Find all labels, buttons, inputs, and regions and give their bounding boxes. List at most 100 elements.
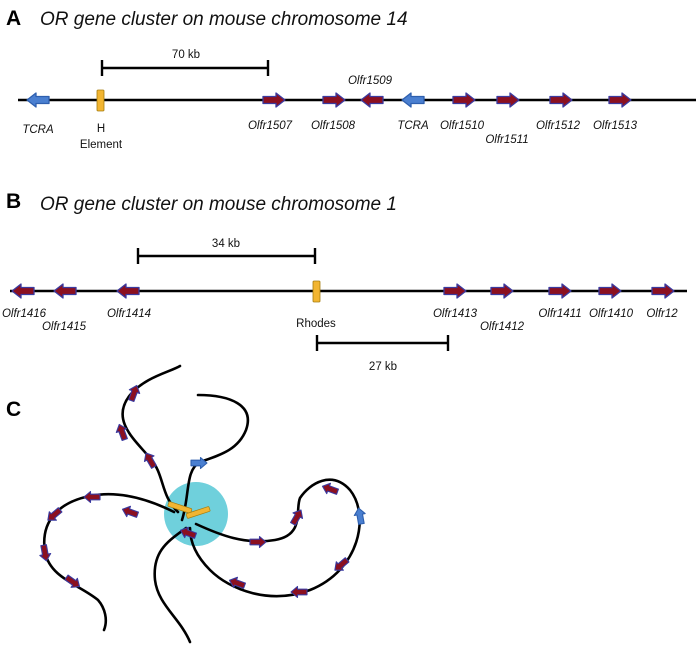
h-element-label-line2: Element bbox=[80, 139, 123, 151]
loop-or-gene-arrow-2 bbox=[115, 423, 128, 442]
gene-label: Olfr1511 bbox=[485, 134, 528, 146]
gene-arrow-shape bbox=[11, 283, 35, 299]
panel-b-genes: Olfr1416 Olfr1415 Olfr1414 Olfr1413 Olfr… bbox=[2, 283, 678, 333]
gene-label: Olfr1507 bbox=[248, 120, 293, 132]
loop-gene-arrow-shape bbox=[353, 507, 366, 525]
panel-c: C bbox=[6, 364, 366, 644]
gene-label: Olfr1416 bbox=[2, 308, 47, 320]
gene-arrow-olfr1413: Olfr1413 bbox=[433, 283, 478, 320]
gene-label: Olfr1509 bbox=[348, 75, 393, 87]
panel-b-scale-bar-27kb: 27 kb bbox=[315, 335, 450, 373]
gene-arrow-shape bbox=[598, 283, 622, 299]
loop-or-gene-arrow-7 bbox=[39, 544, 52, 562]
panel-b-title: OR gene cluster on mouse chromosome 1 bbox=[40, 194, 397, 215]
gene-arrow-olfr1414: Olfr1414 bbox=[107, 283, 151, 320]
loop-gene-arrow-shape bbox=[64, 574, 81, 588]
gene-arrow-shape bbox=[452, 92, 476, 108]
gene-arrow-shape bbox=[26, 92, 50, 108]
loop-gene-arrow-shape bbox=[143, 452, 157, 469]
enhancer-bars bbox=[167, 501, 211, 519]
h-element-label-line1: H bbox=[97, 123, 105, 135]
gene-arrow-shape bbox=[548, 283, 572, 299]
loop-gene-arrow-shape bbox=[39, 544, 52, 562]
gene-arrow-shape bbox=[496, 92, 520, 108]
loop-gene-arrow-shape bbox=[47, 507, 63, 521]
loop-gene-arrow-shape bbox=[228, 576, 247, 589]
loop-gene-arrow-shape bbox=[290, 509, 304, 526]
gene-label: Olfr1513 bbox=[593, 120, 638, 132]
panel-a-letter: A bbox=[6, 7, 21, 30]
loop-gene-arrow-shape bbox=[115, 423, 128, 442]
loop-gene-arrow-shape bbox=[290, 585, 308, 599]
panel-a-scale-label: 70 kb bbox=[172, 49, 200, 61]
gene-label: Olfr1512 bbox=[536, 120, 581, 132]
gene-arrow-olfr1513: Olfr1513 bbox=[593, 92, 638, 132]
loop-or-gene-arrow-3 bbox=[143, 452, 157, 469]
loop-or-gene-arrow-5 bbox=[121, 505, 140, 518]
loop-gene-arrow-shape bbox=[190, 456, 208, 470]
gene-label: Olfr12 bbox=[646, 308, 678, 320]
loop-gene-arrow-shape bbox=[121, 505, 140, 518]
rhodes-label: Rhodes bbox=[296, 318, 336, 330]
h-element-marker bbox=[96, 89, 105, 112]
loop-gene-arrow-shape bbox=[83, 490, 101, 504]
gene-arrow-tcra: TCRA bbox=[22, 92, 54, 136]
gene-label: TCRA bbox=[22, 124, 54, 136]
loop-tcra-gene-arrow-2 bbox=[353, 507, 366, 525]
panel-b-letter: B bbox=[6, 190, 21, 213]
loop-gene-arrow-shape bbox=[334, 557, 350, 571]
rhodes-marker bbox=[312, 280, 321, 303]
gene-label: Olfr1414 bbox=[107, 308, 151, 320]
gene-arrow-olfr1410: Olfr1410 bbox=[589, 283, 634, 320]
loop-or-gene-arrow-8 bbox=[64, 574, 81, 588]
loop-gene-arrow-shape bbox=[128, 384, 141, 403]
gene-arrow-shape bbox=[53, 283, 77, 299]
gene-arrow-shape bbox=[262, 92, 286, 108]
gene-arrow-shape bbox=[490, 283, 514, 299]
gene-label: Olfr1410 bbox=[589, 308, 634, 320]
panel-a-scale-bar: 70 kb bbox=[100, 49, 270, 76]
loop-or-gene-arrow-9 bbox=[179, 526, 198, 539]
panel-a-title: OR gene cluster on mouse chromosome 14 bbox=[40, 9, 408, 30]
gene-arrow-olfr1411: Olfr1411 bbox=[538, 283, 582, 320]
gene-arrow-olfr1512: Olfr1512 bbox=[536, 92, 581, 132]
gene-label: Olfr1510 bbox=[440, 120, 485, 132]
gene-arrow-olfr1510: Olfr1510 bbox=[440, 92, 485, 132]
gene-arrow-tcra-2: TCRA bbox=[397, 92, 429, 132]
gene-arrow-olfr1415: Olfr1415 bbox=[42, 283, 87, 333]
panel-a-genes: TCRA Olfr1507 Olfr1508 Olfr1509 TCRA Olf… bbox=[22, 75, 637, 146]
gene-label: Olfr1413 bbox=[433, 308, 478, 320]
loop-or-gene-arrow-11 bbox=[290, 509, 304, 526]
loop-or-gene-arrow-4 bbox=[83, 490, 101, 504]
gene-arrow-shape bbox=[651, 283, 675, 299]
loop-gene-arrow-shape bbox=[321, 482, 340, 495]
gene-arrow-shape bbox=[322, 92, 346, 108]
loop-or-gene-arrow-13 bbox=[334, 557, 350, 571]
loop-or-gene-arrow-15 bbox=[228, 576, 247, 589]
gene-label: Olfr1411 bbox=[538, 308, 581, 320]
gene-arrow-shape bbox=[549, 92, 573, 108]
loop-or-gene-arrow-12 bbox=[321, 482, 340, 495]
gene-arrow-olfr1507: Olfr1507 bbox=[248, 92, 293, 132]
gene-label: TCRA bbox=[397, 120, 429, 132]
loop-tcra-gene-arrow-1 bbox=[190, 456, 208, 470]
loop-or-gene-arrow-10 bbox=[249, 535, 267, 549]
loop-or-gene-arrow-6 bbox=[47, 507, 63, 521]
gene-arrow-shape bbox=[401, 92, 425, 108]
gene-label: Olfr1412 bbox=[480, 321, 525, 333]
loop-gene-arrow-shape bbox=[249, 535, 267, 549]
gene-arrow-olfr1509: Olfr1509 bbox=[348, 75, 393, 108]
panel-b-scale-label-34kb: 34 kb bbox=[212, 238, 240, 250]
loop-or-gene-arrow-14 bbox=[290, 585, 308, 599]
gene-arrow-shape bbox=[360, 92, 384, 108]
gene-arrow-olfr1412: Olfr1412 bbox=[480, 283, 525, 333]
gene-arrow-shape bbox=[608, 92, 632, 108]
panel-b-scale-label-27kb: 27 kb bbox=[369, 361, 397, 373]
gene-arrow-shape bbox=[116, 283, 140, 299]
gene-arrow-shape bbox=[443, 283, 467, 299]
gene-arrow-olfr1508: Olfr1508 bbox=[311, 92, 356, 132]
loop-or-gene-arrow-1 bbox=[128, 384, 141, 403]
gene-label: Olfr1508 bbox=[311, 120, 356, 132]
panel-b-scale-bar-34kb: 34 kb bbox=[136, 238, 317, 264]
